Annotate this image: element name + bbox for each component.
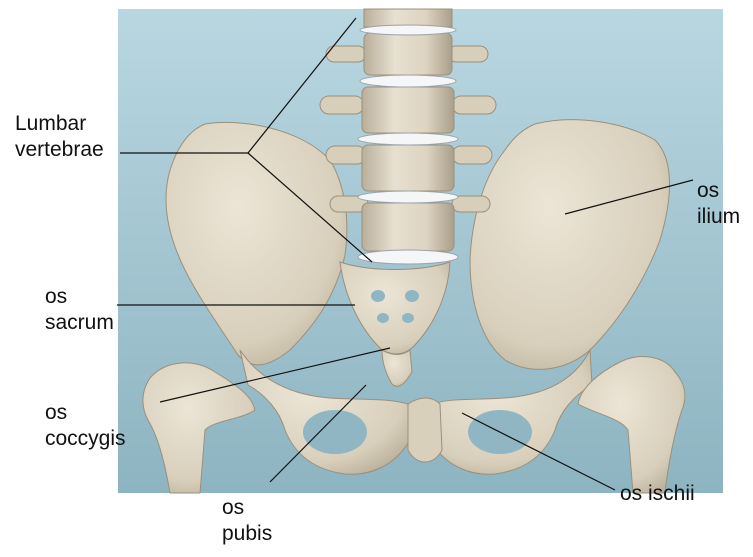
label-os-sacrum: os sacrum — [45, 284, 114, 336]
lumbar-vertebrae — [362, 9, 454, 251]
pubic-symphysis — [408, 398, 442, 462]
label-os-ilium: os ilium — [697, 178, 740, 230]
label-os-coccygis: os coccygis — [45, 400, 126, 452]
label-os-pubis: os pubis — [222, 495, 272, 547]
label-lumbar-vertebrae: Lumbar vertebrae — [15, 111, 104, 163]
label-os-ischii: os ischii — [620, 481, 695, 507]
